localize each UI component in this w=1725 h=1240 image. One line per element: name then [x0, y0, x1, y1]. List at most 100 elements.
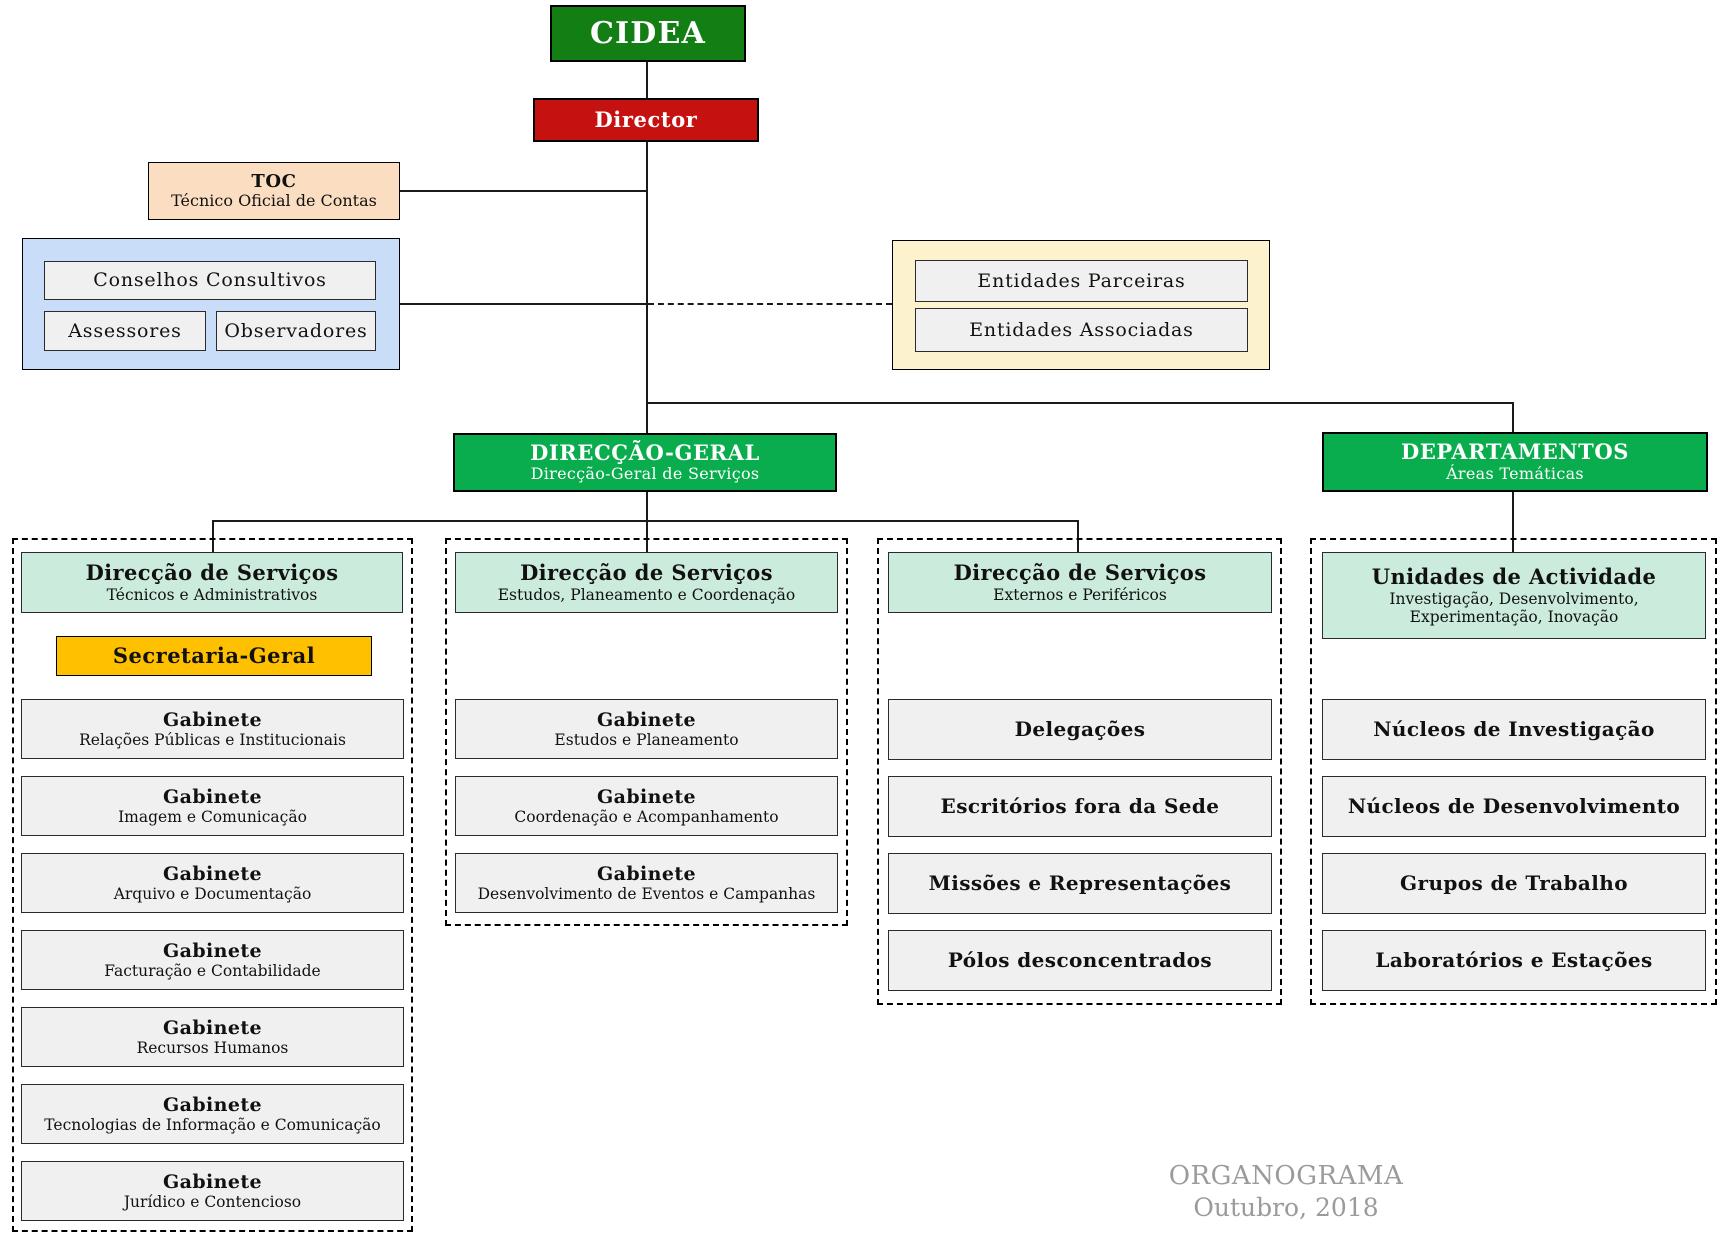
footer-title: ORGANOGRAMA — [1168, 1161, 1404, 1191]
node-entidades-parceiras-label: Entidades Parceiras — [977, 269, 1186, 292]
node-departamentos-subtitle: Áreas Temáticas — [1446, 463, 1584, 483]
node-missoes-label: Missões e Representações — [928, 870, 1232, 895]
node-gabinete-facturacao: Gabinete Facturação e Contabilidade — [21, 930, 404, 990]
node-nucleos-investigacao: Núcleos de Investigação — [1322, 699, 1706, 760]
gabinete-subtitle: Facturação e Contabilidade — [104, 962, 321, 981]
gabinete-subtitle: Relações Públicas e Institucionais — [79, 731, 346, 750]
column1-header-subtitle: Técnicos e Administrativos — [106, 585, 318, 604]
node-direccao-geral-subtitle: Direcção-Geral de Serviços — [530, 464, 760, 484]
node-gabinete-tecnologias: Gabinete Tecnologias de Informação e Com… — [21, 1084, 404, 1144]
gabinete-subtitle: Tecnologias de Informação e Comunicação — [44, 1116, 381, 1135]
connector-drop-col2 — [646, 520, 648, 552]
column2-header-title: Direcção de Serviços — [520, 559, 773, 585]
gabinete-subtitle: Imagem e Comunicação — [118, 808, 307, 827]
gabinete-subtitle: Arquivo e Documentação — [113, 885, 312, 904]
node-toc: TOC Técnico Oficial de Contas — [148, 162, 400, 220]
node-direccao-geral-title: DIRECÇÃO-GERAL — [530, 439, 760, 465]
column-container-tecnicos — [12, 538, 413, 1232]
column2-header: Direcção de Serviços Estudos, Planeament… — [455, 552, 838, 613]
column4-header-subtitle2: Experimentação, Inovação — [1409, 607, 1619, 626]
connector-director-trunk — [646, 142, 648, 433]
node-assessores-label: Assessores — [68, 319, 182, 342]
gabinete-title: Gabinete — [162, 708, 262, 731]
gabinete-title: Gabinete — [162, 862, 262, 885]
column-container-estudos — [445, 538, 848, 926]
node-laboratorios-label: Laboratórios e Estações — [1375, 947, 1653, 972]
gabinete-subtitle: Desenvolvimento de Eventos e Campanhas — [477, 885, 816, 904]
connector-drop-col3 — [1077, 520, 1079, 552]
node-secretaria-geral: Secretaria-Geral — [56, 636, 372, 676]
node-gabinete-estudos: Gabinete Estudos e Planeamento — [455, 699, 838, 759]
node-toc-subtitle: Técnico Oficial de Contas — [171, 191, 377, 211]
gabinete-subtitle: Jurídico e Contencioso — [123, 1193, 302, 1212]
node-gabinete-eventos: Gabinete Desenvolvimento de Eventos e Ca… — [455, 853, 838, 913]
connector-advisory-branch — [400, 303, 646, 305]
node-delegacoes: Delegações — [888, 699, 1272, 760]
column3-header: Direcção de Serviços Externos e Periféri… — [888, 552, 1272, 613]
gabinete-subtitle: Estudos e Planeamento — [554, 731, 739, 750]
gabinete-title: Gabinete — [596, 785, 696, 808]
node-entidades-parceiras: Entidades Parceiras — [915, 260, 1248, 302]
connector-departamentos-drop — [1512, 402, 1514, 433]
gabinete-title: Gabinete — [596, 708, 696, 731]
footer-caption: ORGANOGRAMA Outubro, 2018 — [1151, 1161, 1421, 1223]
gabinete-subtitle: Recursos Humanos — [136, 1039, 289, 1058]
node-escritorios-label: Escritórios fora da Sede — [940, 793, 1220, 818]
node-observadores-label: Observadores — [224, 319, 368, 342]
node-polos: Pólos desconcentrados — [888, 930, 1272, 991]
node-toc-title: TOC — [251, 170, 297, 192]
connector-cidea-director — [646, 62, 648, 98]
column-container-externos — [877, 538, 1282, 1005]
column1-header: Direcção de Serviços Técnicos e Administ… — [21, 552, 403, 613]
node-cidea: CIDEA — [550, 5, 746, 62]
connector-entities-dashed-branch — [648, 303, 892, 305]
node-laboratorios: Laboratórios e Estações — [1322, 930, 1706, 991]
node-secretaria-geral-label: Secretaria-Geral — [112, 642, 316, 668]
gabinete-title: Gabinete — [162, 1016, 262, 1039]
node-gabinete-coordenacao: Gabinete Coordenação e Acompanhamento — [455, 776, 838, 836]
connector-toc-branch — [400, 190, 646, 192]
connector-drop-col1 — [212, 520, 214, 552]
footer-date: Outubro, 2018 — [1193, 1192, 1379, 1222]
node-entidades-associadas-label: Entidades Associadas — [969, 318, 1194, 341]
connector-dg-distribution — [646, 492, 648, 522]
node-gabinete-recursos-humanos: Gabinete Recursos Humanos — [21, 1007, 404, 1067]
gabinete-title: Gabinete — [162, 1170, 262, 1193]
node-gabinete-juridico: Gabinete Jurídico e Contencioso — [21, 1161, 404, 1221]
gabinete-title: Gabinete — [162, 785, 262, 808]
node-conselhos-consultivos: Conselhos Consultivos — [44, 261, 376, 300]
gabinete-subtitle: Coordenação e Acompanhamento — [514, 808, 779, 827]
node-escritorios: Escritórios fora da Sede — [888, 776, 1272, 837]
column1-header-title: Direcção de Serviços — [85, 559, 339, 585]
column4-header-title: Unidades de Actividade — [1371, 563, 1657, 589]
gabinete-title: Gabinete — [596, 862, 696, 885]
node-nucleos-investigacao-label: Núcleos de Investigação — [1373, 716, 1655, 741]
node-missoes: Missões e Representações — [888, 853, 1272, 914]
node-assessores: Assessores — [44, 311, 206, 351]
node-delegacoes-label: Delegações — [1014, 716, 1146, 741]
gabinete-title: Gabinete — [162, 1093, 262, 1116]
node-director: Director — [533, 98, 759, 142]
node-director-label: Director — [594, 106, 698, 132]
node-nucleos-desenvolvimento: Núcleos de Desenvolvimento — [1322, 776, 1706, 837]
node-observadores: Observadores — [216, 311, 376, 351]
node-gabinete-imagem: Gabinete Imagem e Comunicação — [21, 776, 404, 836]
gabinete-title: Gabinete — [162, 939, 262, 962]
node-cidea-label: CIDEA — [589, 15, 707, 51]
connector-departamentos-branch — [646, 402, 1514, 404]
node-conselhos-consultivos-label: Conselhos Consultivos — [93, 269, 327, 292]
column4-header-subtitle: Investigação, Desenvolvimento, — [1389, 589, 1639, 608]
node-grupos-trabalho-label: Grupos de Trabalho — [1400, 870, 1628, 895]
column4-header: Unidades de Actividade Investigação, Des… — [1322, 552, 1706, 639]
node-grupos-trabalho: Grupos de Trabalho — [1322, 853, 1706, 914]
connector-distribution-bar — [212, 520, 1079, 522]
column3-header-title: Direcção de Serviços — [953, 559, 1207, 585]
node-departamentos: DEPARTAMENTOS Áreas Temáticas — [1322, 432, 1708, 492]
column2-header-subtitle: Estudos, Planeamento e Coordenação — [497, 585, 796, 604]
node-departamentos-title: DEPARTAMENTOS — [1401, 439, 1629, 465]
node-gabinete-relacoes: Gabinete Relações Públicas e Institucion… — [21, 699, 404, 759]
node-polos-label: Pólos desconcentrados — [947, 947, 1213, 972]
connector-drop-col4 — [1512, 492, 1514, 552]
column3-header-subtitle: Externos e Periféricos — [993, 585, 1167, 604]
